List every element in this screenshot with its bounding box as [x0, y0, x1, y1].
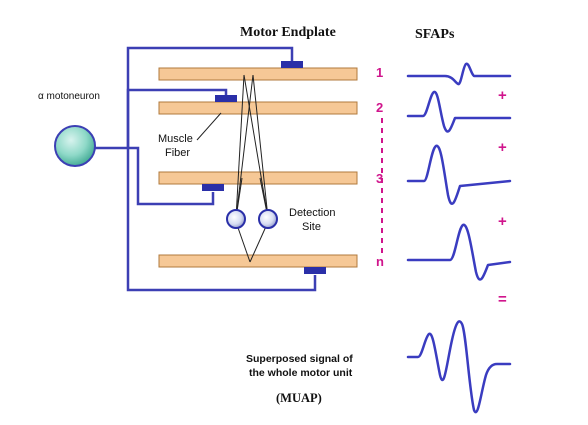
axon-wiring [95, 46, 317, 292]
endplate-n [304, 267, 326, 274]
sfap-2-waveform [406, 90, 512, 133]
motor-endplate-title: Motor Endplate [240, 25, 336, 40]
detection-label: Detection [289, 207, 335, 219]
equals-operator: = [498, 291, 507, 308]
fiber-label: Fiber [165, 147, 190, 159]
endplate-1 [281, 61, 303, 68]
fiber-number-2: 2 [376, 100, 383, 115]
muscle-fiber-2 [158, 101, 358, 115]
superposed-label-line1: Superposed signal of [246, 353, 353, 365]
electrode-left [226, 209, 246, 229]
sfap-n-waveform [406, 223, 512, 281]
muscle-fiber-1 [158, 67, 358, 81]
sfaps-title: SFAPs [415, 27, 455, 42]
operators: + + + = [498, 87, 507, 308]
endplate-3 [202, 184, 224, 191]
endplate-2 [215, 95, 237, 102]
fiber-number-3: 3 [376, 171, 383, 186]
fiber-number-1: 1 [376, 65, 383, 80]
fiber-numbers: 1 2 3 n [376, 65, 384, 269]
muap-waveform [406, 320, 512, 414]
superposed-label-line2: the whole motor unit [249, 367, 353, 379]
muscle-fibers [158, 67, 358, 268]
sfap-waveforms [406, 62, 512, 414]
muap-label: (MUAP) [276, 391, 322, 405]
muscle-fiber-n [158, 254, 358, 268]
muscle-fiber-3 [158, 171, 358, 185]
muscle-label: Muscle [158, 133, 193, 145]
alpha-motoneuron-label: α motoneuron [38, 91, 100, 102]
electrode-right [258, 209, 278, 229]
sfap-1-waveform [406, 62, 512, 86]
site-label: Site [302, 221, 321, 233]
plus-operator-2: + [498, 139, 507, 156]
muscle-fiber-pointer [196, 112, 222, 141]
detection-electrodes [226, 209, 278, 229]
alpha-motoneuron-cell [54, 125, 96, 167]
motor-endplates [202, 61, 326, 274]
plus-operator-3: + [498, 213, 507, 230]
sfap-3-waveform [406, 144, 512, 205]
plus-operator-1: + [498, 87, 507, 104]
fiber-number-n: n [376, 254, 384, 269]
